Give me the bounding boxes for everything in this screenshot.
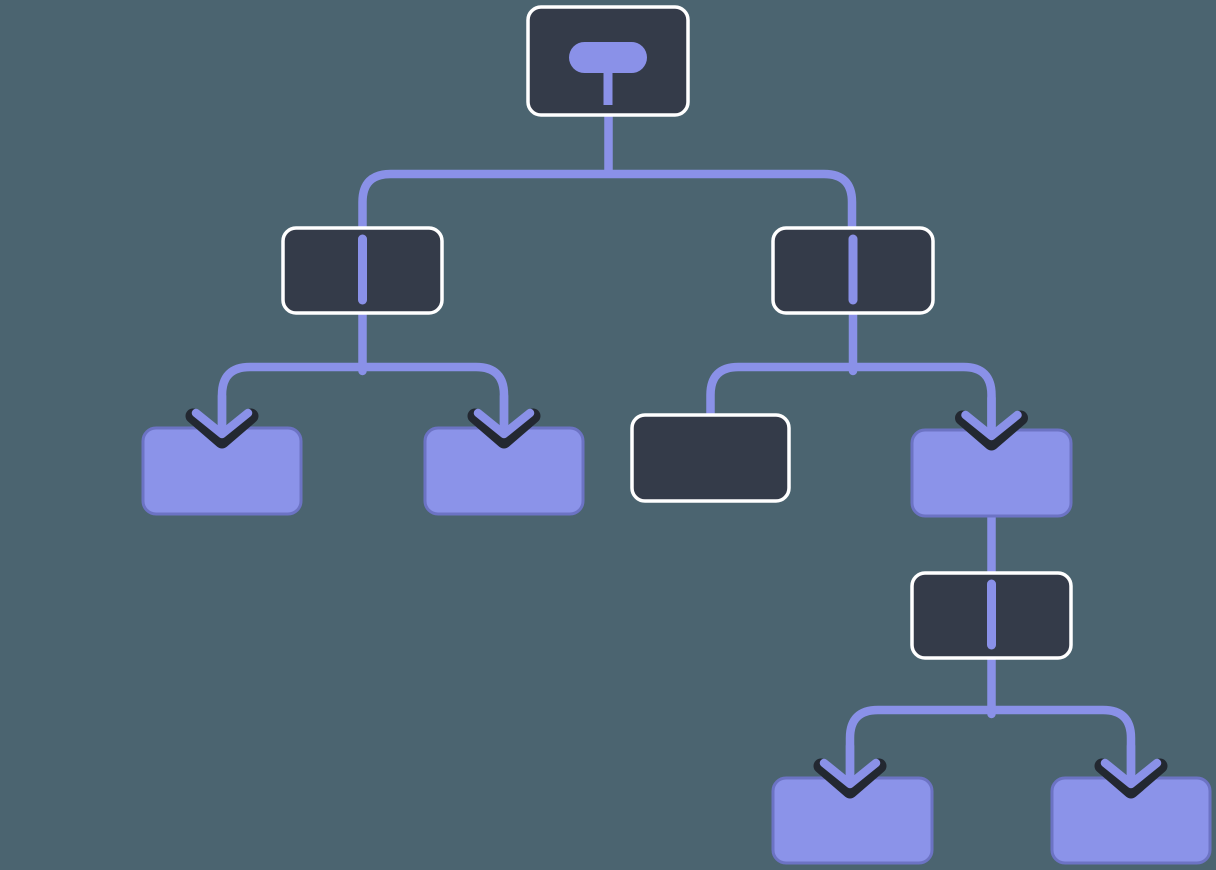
arrowhead-layer — [185, 391, 1168, 799]
root-pill-glyph-icon — [569, 42, 647, 73]
arrowhead-icon — [185, 391, 259, 449]
arrowhead-icon — [467, 391, 541, 449]
arrowhead-shadow-chevron — [1094, 758, 1168, 799]
connector-lower-split — [845, 649, 1136, 779]
arrowhead-chevron — [191, 391, 253, 439]
arrowhead-shadow-chevron — [955, 410, 1028, 451]
connector-left-split — [217, 293, 509, 429]
flow-node-end-dark[interactable] — [630, 413, 791, 503]
arrowhead-shadow-chevron — [813, 758, 887, 799]
arrowhead-icon — [955, 393, 1028, 451]
arrowhead-icon — [1094, 741, 1168, 799]
arrowhead-chevron — [473, 391, 535, 439]
connector-right-split — [706, 293, 996, 431]
glyph-layer — [358, 42, 996, 650]
arrowhead-chevron — [819, 741, 881, 789]
arrowhead-shadow-chevron — [467, 408, 541, 449]
arrowhead-chevron — [961, 393, 1022, 441]
connector-root-split — [358, 109, 857, 247]
arrowhead-chevron — [1100, 741, 1162, 789]
arrowhead-shadow-chevron — [185, 408, 259, 449]
arrowhead-icon — [813, 741, 887, 799]
node-layer — [141, 5, 1212, 865]
